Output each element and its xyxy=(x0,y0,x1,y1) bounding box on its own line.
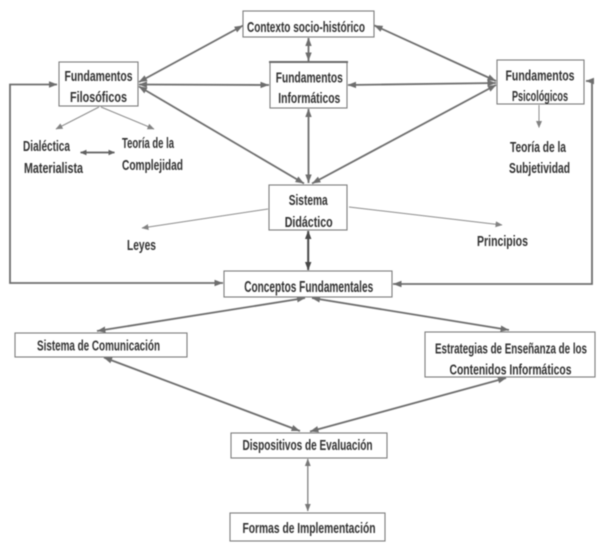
svg-text:Complejidad: Complejidad xyxy=(122,157,183,174)
svg-text:Sistema de Comunicación: Sistema de Comunicación xyxy=(37,339,160,355)
svg-text:Contenidos Informáticos: Contenidos Informáticos xyxy=(450,363,572,379)
svg-text:Teoría de la: Teoría de la xyxy=(122,135,174,152)
svg-text:Fundamentos: Fundamentos xyxy=(276,70,343,87)
svg-text:Estrategias de Enseñanza de lo: Estrategias de Enseñanza de los xyxy=(435,342,587,358)
svg-text:Dispositivos de Evaluación: Dispositivos de Evaluación xyxy=(243,438,373,454)
svg-text:Fundamentos: Fundamentos xyxy=(65,68,133,85)
svg-text:Leyes: Leyes xyxy=(127,237,156,254)
svg-text:Sistema: Sistema xyxy=(289,192,328,209)
svg-text:Materialista: Materialista xyxy=(24,160,83,177)
svg-text:Dialéctica: Dialéctica xyxy=(23,138,70,155)
svg-text:Contexto socio-histórico: Contexto socio-histórico xyxy=(247,19,365,36)
svg-text:Teoría de la: Teoría de la xyxy=(510,139,566,156)
svg-text:Filosóficos: Filosóficos xyxy=(70,89,127,106)
svg-text:Didáctico: Didáctico xyxy=(285,214,333,231)
svg-text:Principios: Principios xyxy=(477,233,528,250)
svg-text:Psicológicos: Psicológicos xyxy=(512,88,568,105)
svg-text:Subjetividad: Subjetividad xyxy=(509,160,570,177)
svg-text:Informáticos: Informáticos xyxy=(278,90,340,107)
svg-text:Fundamentos: Fundamentos xyxy=(506,68,575,85)
svg-text:Formas de Implementación: Formas de Implementación xyxy=(243,521,376,537)
svg-text:Conceptos Fundamentales: Conceptos Fundamentales xyxy=(244,279,373,296)
